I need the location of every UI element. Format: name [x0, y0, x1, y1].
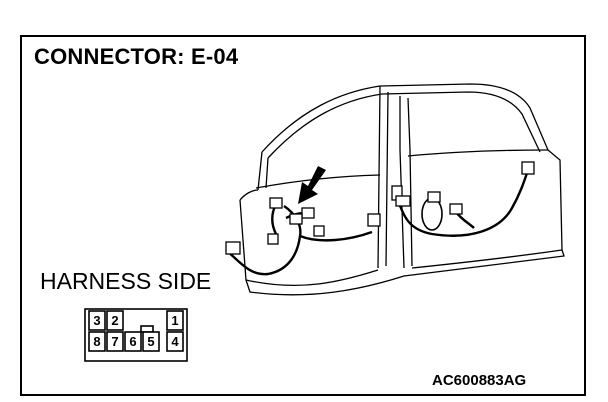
pin-3-cell [88, 310, 106, 331]
pin-2-cell [106, 310, 124, 331]
connector-lock-tab [140, 325, 154, 333]
pin-label: 8 [93, 334, 100, 349]
pin-1-cell [166, 310, 184, 331]
connector-boxes [225, 161, 535, 255]
connector-title: CONNECTOR: E-04 [34, 44, 239, 69]
pin-label: 7 [111, 334, 118, 349]
pin-label: 4 [171, 334, 179, 349]
pin-label: 3 [93, 313, 100, 328]
car-body-outline [239, 83, 565, 296]
pin-label: 6 [129, 334, 136, 349]
harness-side-label: HARNESS SIDE [40, 268, 212, 294]
pin-label: 1 [171, 313, 178, 328]
pin-6-cell [124, 331, 142, 352]
pin-8-cell [88, 331, 106, 352]
pin-label: 5 [147, 334, 154, 349]
connector-face-diagram: 3 2 1 8 7 6 5 4 [84, 308, 188, 362]
pin-label: 2 [111, 313, 118, 328]
figure-code: AC600883AG [432, 372, 527, 389]
pin-5-cell [142, 331, 160, 352]
arrow-icon [298, 166, 326, 204]
rear-door-harness [396, 169, 530, 237]
pin-4-cell [166, 331, 184, 352]
pin-7-cell [106, 331, 124, 352]
